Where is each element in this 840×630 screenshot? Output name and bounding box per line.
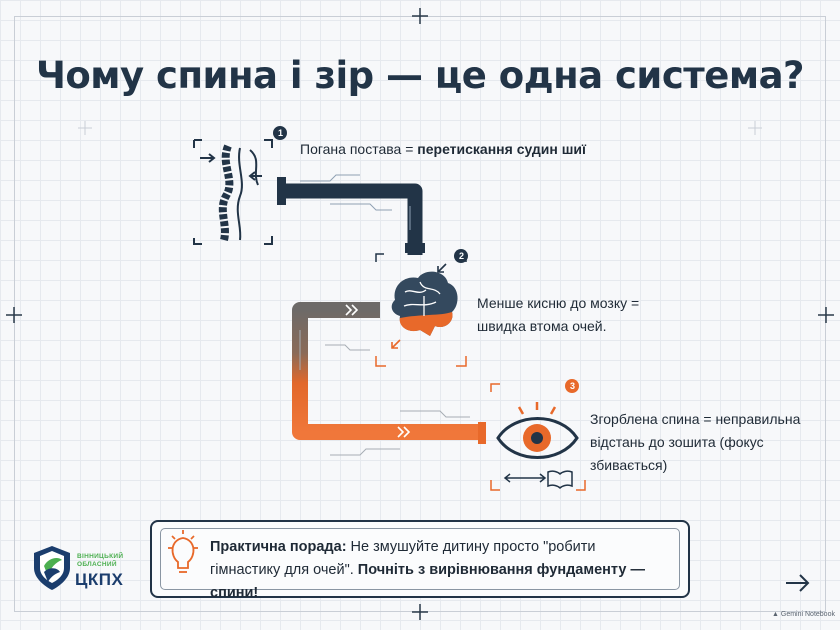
step-3-text: Згорблена спина = неправильна відстань д… (590, 411, 801, 473)
spine-icon (193, 139, 273, 245)
step-1-plain: Погана постава = (300, 141, 418, 157)
step-2-number: 2 (458, 251, 464, 261)
logo-abbr: ЦКПХ (75, 570, 124, 589)
step-2-text: Менше кисню до мозку = швидка втома очей… (477, 295, 640, 334)
pipe-orange (292, 302, 486, 456)
step-1-number: 1 (277, 128, 283, 138)
tip-box (150, 520, 690, 598)
tip-bold: Почніть з вирівнювання фундаменту — спин… (210, 562, 645, 601)
pipe-navy (277, 174, 425, 255)
tip-label: Практична порада: (210, 539, 347, 555)
page-title: Чому спина і зір — це одна система? (35, 54, 805, 97)
step-1-bold: перетискання судин шиї (417, 141, 586, 157)
badge-text: Gemini Notebook (780, 611, 835, 618)
step-3-number: 3 (569, 381, 575, 391)
eye-icon (490, 383, 586, 491)
tip-text: Практична порада: Не змушуйте дитину про… (210, 536, 650, 605)
step-1-text: Погана постава = перетискання судин шиї (300, 138, 586, 161)
logo-line-2: ОБЛАСНИЙ (77, 561, 117, 568)
tip-body: Не змушуйте дитину просто "робити гімнас… (210, 539, 596, 578)
notebook-badge: ▲ Gemini Notebook (772, 611, 835, 618)
logo-line-1: ВІННИЦЬКИЙ (77, 553, 124, 560)
